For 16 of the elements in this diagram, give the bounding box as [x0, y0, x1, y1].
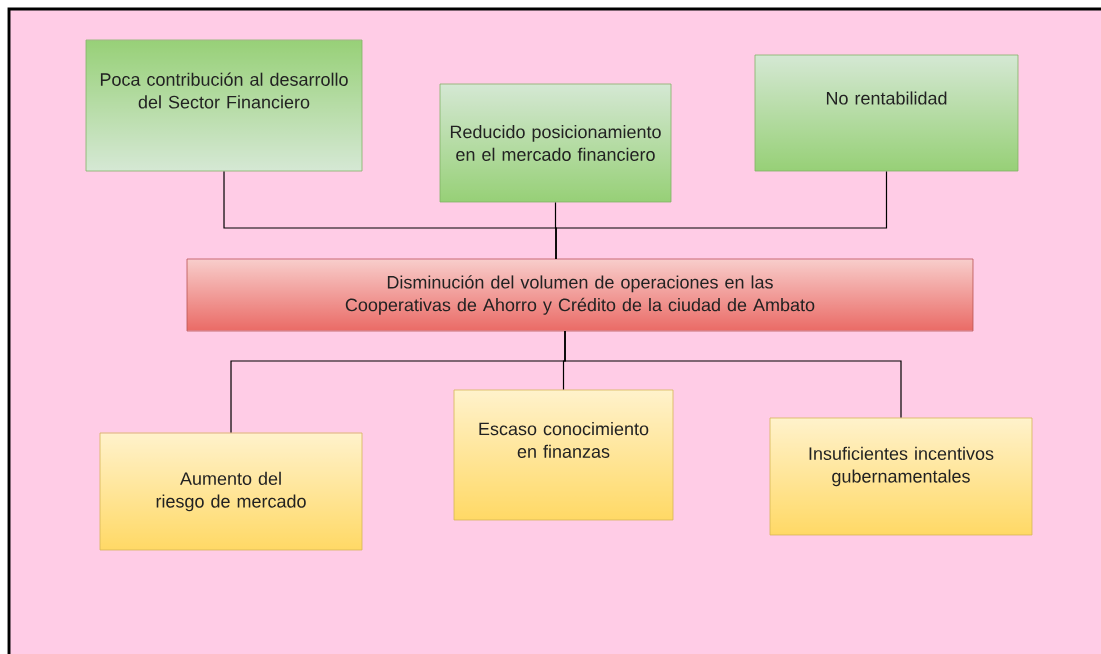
box — [769, 417, 1033, 536]
box-text: Poca contribución al desarrollo del Sector Financiero — [100, 72, 348, 109]
box — [85, 39, 363, 172]
box — [186, 258, 974, 332]
box-text: No rentabilidad — [826, 91, 947, 105]
box — [439, 83, 672, 203]
box-text: Escaso conocimiento en finanzas — [479, 422, 649, 458]
box-text: Disminución del volumen de operaciones en las Cooperativas de Ahorro y Crédito de la ciudad de Ambato — [345, 275, 815, 315]
box-text: Insuficientes incentivos gubernamentales — [809, 446, 994, 487]
connector-line — [555, 170, 888, 260]
box — [754, 54, 1019, 172]
box — [453, 389, 674, 521]
box-text: Aumento del riesgo de mercado — [156, 471, 306, 512]
box-text: Reducido posicionamiento en el mercado financiero — [450, 125, 661, 161]
box — [99, 432, 363, 551]
connector-line — [564, 330, 902, 419]
